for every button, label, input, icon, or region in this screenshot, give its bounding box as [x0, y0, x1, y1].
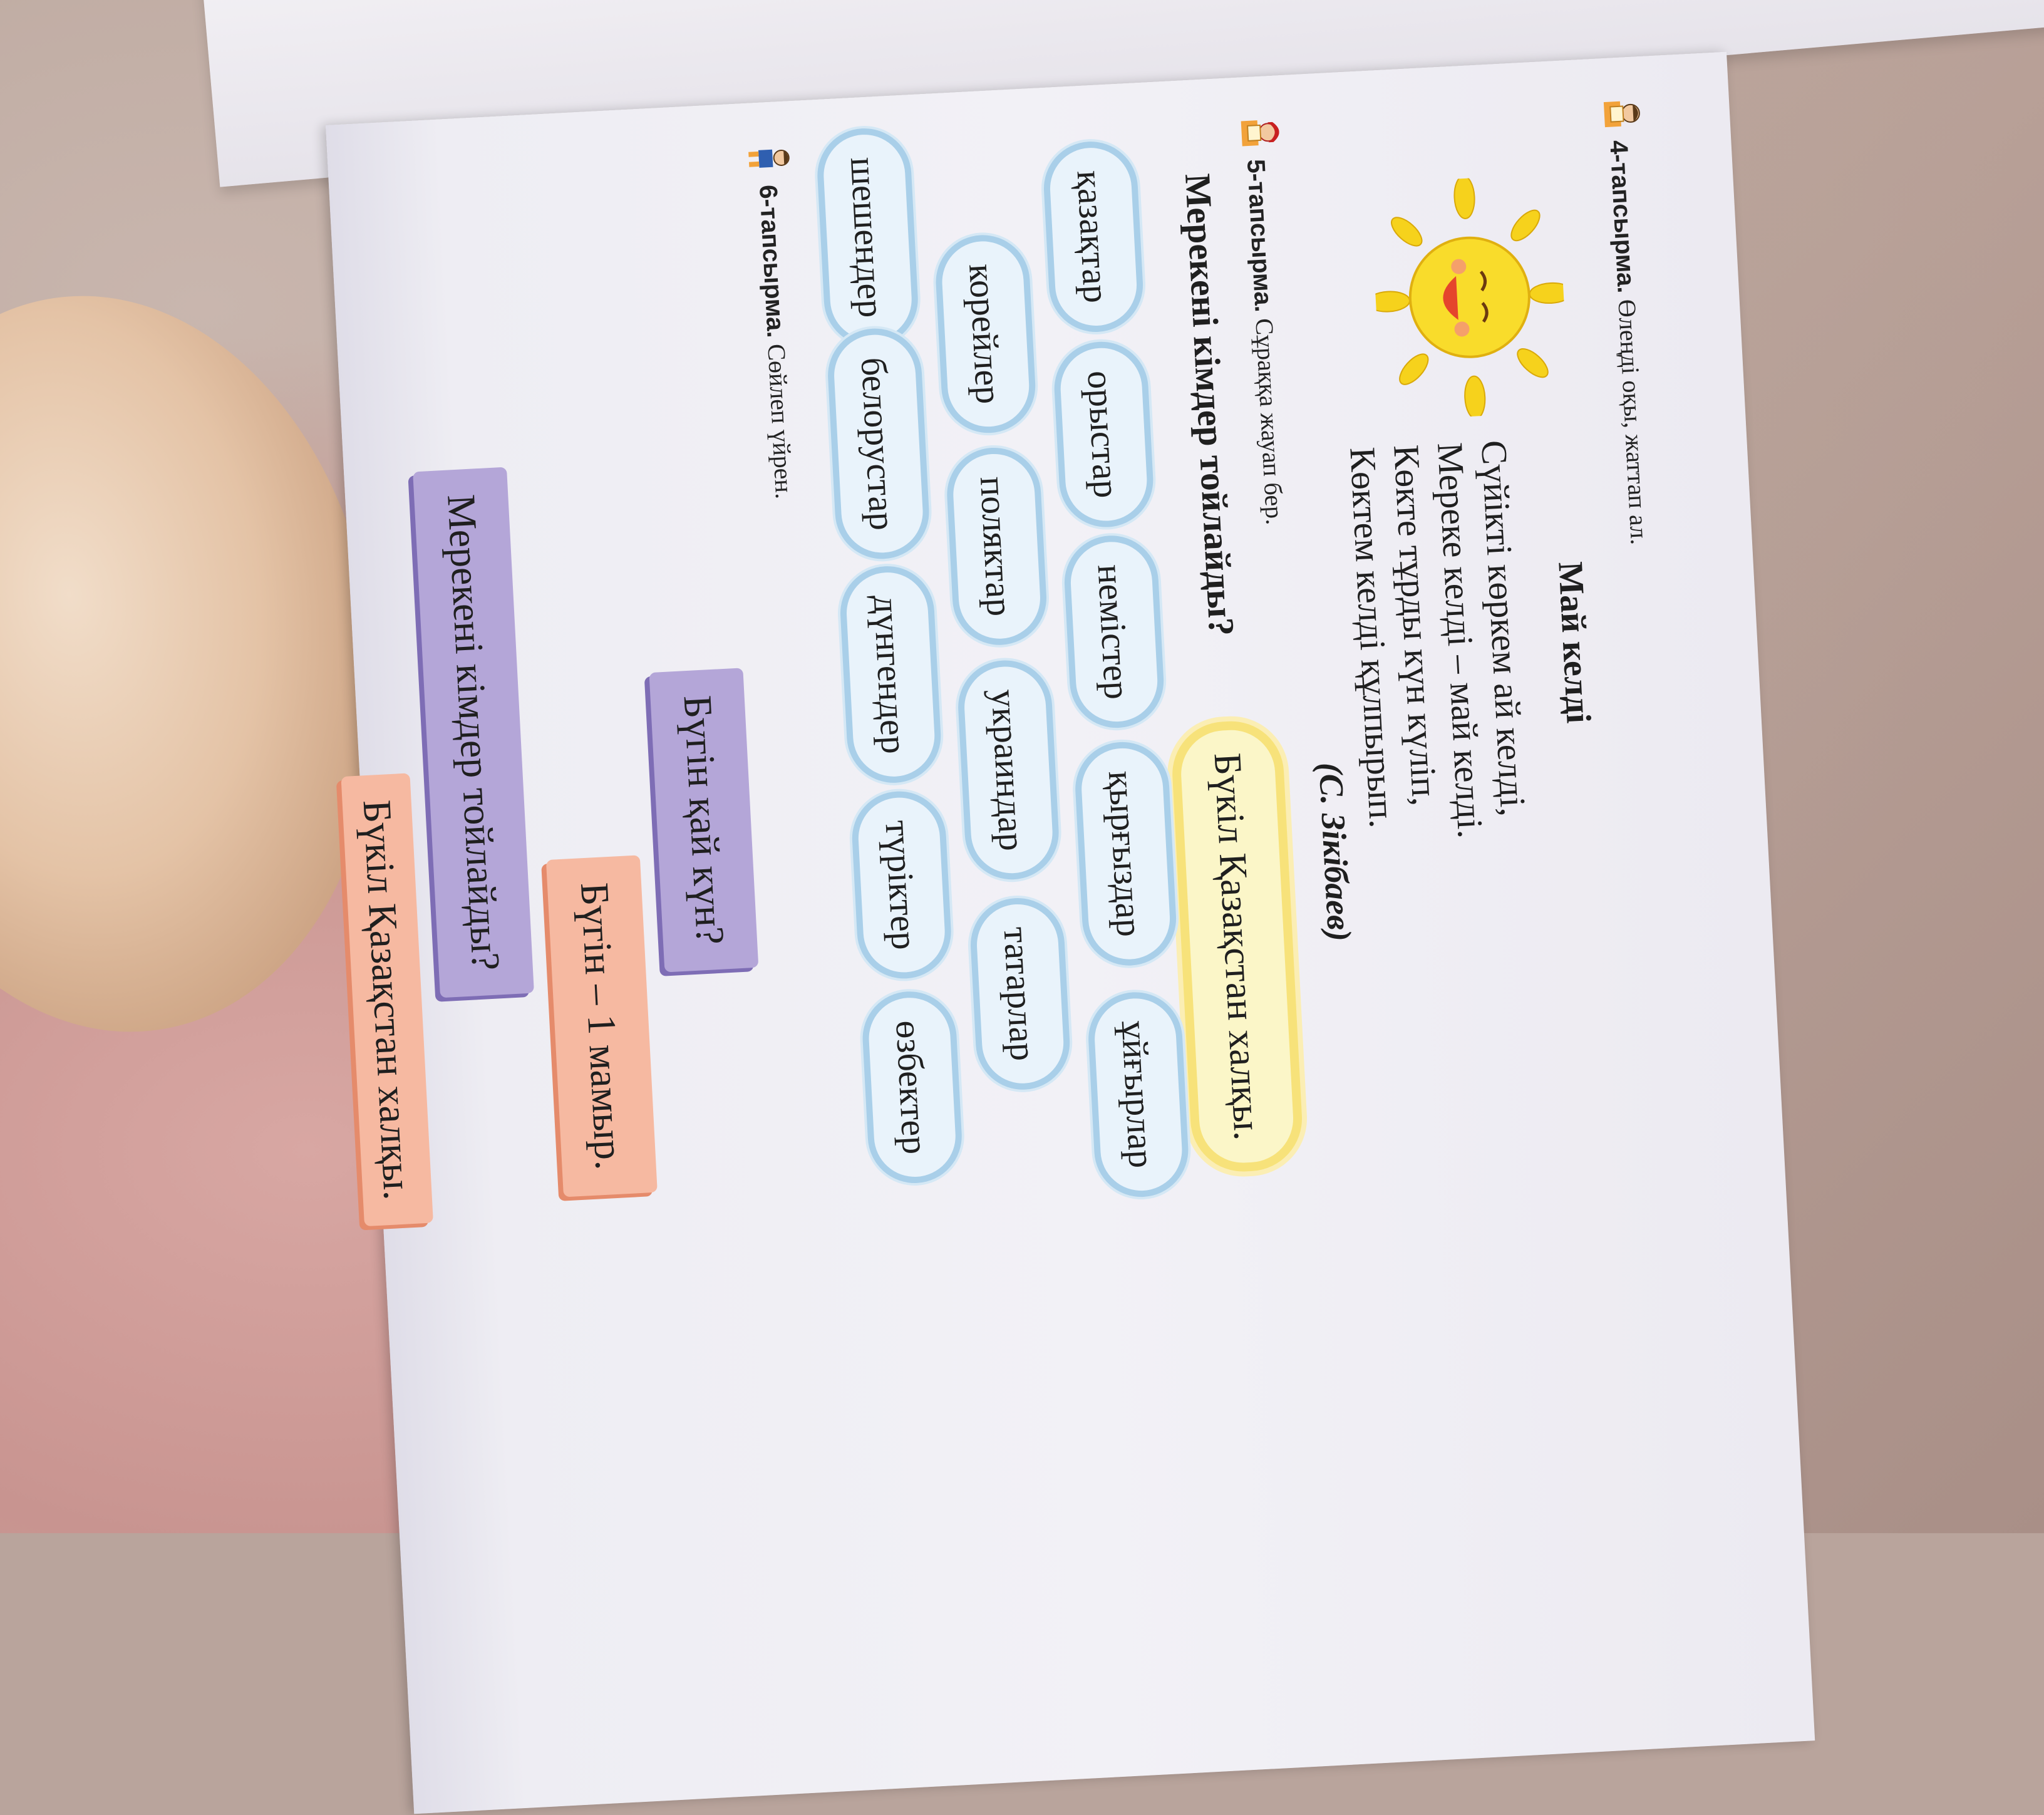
poem-title: Май келді: [1551, 561, 1598, 725]
people-cloud: қазақтар: [1048, 145, 1139, 328]
poem-author: (С. Зікібаев): [1311, 761, 1359, 943]
task6-heading: 6-тапсырма. Сөйлеп үйрен.: [753, 184, 799, 500]
dialog-card-answer: Бүгін – 1 мамыр.: [545, 855, 658, 1197]
task4-label: 4-тапсырма.: [1604, 139, 1640, 294]
smiling-sun-icon: [1370, 175, 1570, 420]
people-cloud: шешендер: [822, 132, 914, 343]
people-cloud: корейлер: [940, 239, 1031, 429]
people-cloud: дүнгендер: [844, 570, 937, 778]
reading-girl-icon: [1241, 120, 1279, 147]
dialog-card-question: Бүгін қай күн?: [649, 668, 759, 973]
people-cloud: орыстар: [1058, 346, 1149, 523]
task6-instruction: Сөйлеп үйрен.: [762, 343, 799, 500]
textbook-page: 4-тапсырма. Өлеңді оқы, жаттап ал.: [326, 51, 1815, 1814]
people-cloud: татарлар: [974, 902, 1066, 1086]
people-cloud: қырғыздар: [1079, 746, 1172, 961]
talking-boy-icon: [748, 149, 790, 168]
people-cloud: түріктер: [856, 795, 947, 975]
people-cloud: ұйғырлар: [1092, 996, 1184, 1193]
reading-boy-icon: [1603, 101, 1640, 128]
task4-instruction: Өлеңді оқы, жаттап ал.: [1613, 298, 1654, 546]
task5-instruction: Сұраққа жауап бер.: [1250, 318, 1289, 526]
people-cloud: украиндар: [962, 664, 1055, 876]
people-cloud: белорустар: [832, 333, 925, 555]
task5-label: 5-тапсырма.: [1241, 158, 1278, 313]
people-cloud: өзбектер: [867, 995, 958, 1179]
task5-question: Мерекені кімдер тойлайды?: [1177, 172, 1242, 637]
task5-heading: 5-тапсырма. Сұраққа жауап бер.: [1241, 158, 1290, 525]
dialog-card-question: Мерекені кімдер тойлайды?: [413, 467, 534, 998]
people-cloud: поляктар: [951, 452, 1043, 641]
task6-label: 6-тапсырма.: [753, 184, 790, 339]
answer-cloud: Бүкіл Қазақстан халқы.: [1179, 728, 1296, 1166]
task4-heading: 4-тапсырма. Өлеңді оқы, жаттап ал.: [1604, 140, 1654, 546]
page-content: 4-тапсырма. Өлеңді оқы, жаттап ал.: [341, 80, 1741, 1586]
people-cloud: немістер: [1068, 540, 1160, 724]
